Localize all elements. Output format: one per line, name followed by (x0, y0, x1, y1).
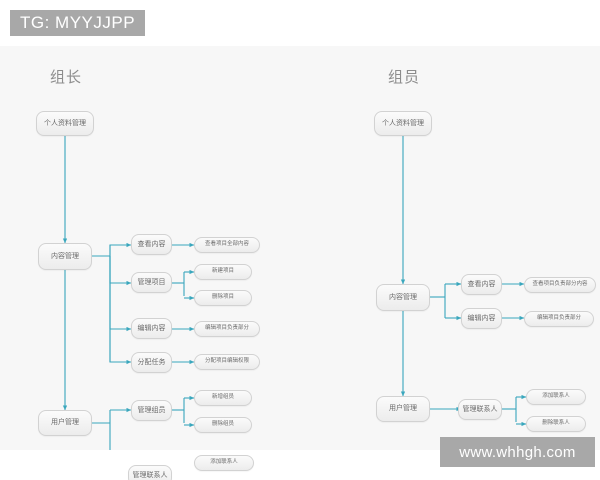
node-member-delete-contact[interactable]: 删除联系人 (526, 416, 586, 432)
node-member-content[interactable]: 内容管理 (376, 284, 430, 311)
node-leader-view-content[interactable]: 查看内容 (131, 234, 172, 255)
node-leader-manage-project[interactable]: 管理项目 (131, 272, 172, 293)
node-member-add-contact[interactable]: 添加联系人 (526, 389, 586, 405)
node-leader-profile[interactable]: 个人资料管理 (36, 111, 94, 136)
node-member-edit-own-part[interactable]: 编辑项目负责部分 (524, 311, 594, 327)
diagram-canvas: 组长 组员 个人资料管理 内容管理 查看内容 管理项目 编辑内容 分配任务 查看… (0, 46, 600, 480)
column-title-member: 组员 (388, 69, 421, 86)
node-leader-delete-project[interactable]: 删除项目 (194, 290, 252, 306)
node-leader-view-all-content[interactable]: 查看项目全部内容 (194, 237, 260, 253)
node-leader-assign-task[interactable]: 分配任务 (131, 352, 172, 373)
node-leader-new-project[interactable]: 新建项目 (194, 264, 252, 280)
node-leader-add-contact[interactable]: 添加联系人 (194, 455, 254, 471)
node-leader-content[interactable]: 内容管理 (38, 243, 92, 270)
node-member-manage-contacts[interactable]: 管理联系人 (458, 399, 502, 420)
node-member-view-own-part[interactable]: 查看项目负责部分内容 (524, 277, 596, 293)
node-leader-manage-members[interactable]: 管理组员 (131, 400, 172, 421)
watermark-website: www.whhgh.com (440, 437, 595, 467)
node-leader-delete-member[interactable]: 删除组员 (194, 417, 252, 433)
node-member-edit-content[interactable]: 编辑内容 (461, 308, 502, 329)
node-leader-add-member[interactable]: 新增组员 (194, 390, 252, 406)
node-leader-edit-content[interactable]: 编辑内容 (131, 318, 172, 339)
node-leader-assign-edit-permission[interactable]: 分配项目编辑权限 (194, 354, 260, 370)
node-leader-user-manage[interactable]: 用户管理 (38, 410, 92, 436)
node-leader-manage-contacts[interactable]: 管理联系人 (128, 465, 172, 480)
column-title-leader: 组长 (50, 69, 83, 86)
node-leader-edit-own-part[interactable]: 编辑项目负责部分 (194, 321, 260, 337)
watermark-telegram-tag: TG: MYYJJPP (10, 10, 146, 36)
node-member-user-manage[interactable]: 用户管理 (376, 396, 430, 422)
node-member-profile[interactable]: 个人资料管理 (374, 111, 432, 136)
node-member-view-content[interactable]: 查看内容 (461, 274, 502, 295)
